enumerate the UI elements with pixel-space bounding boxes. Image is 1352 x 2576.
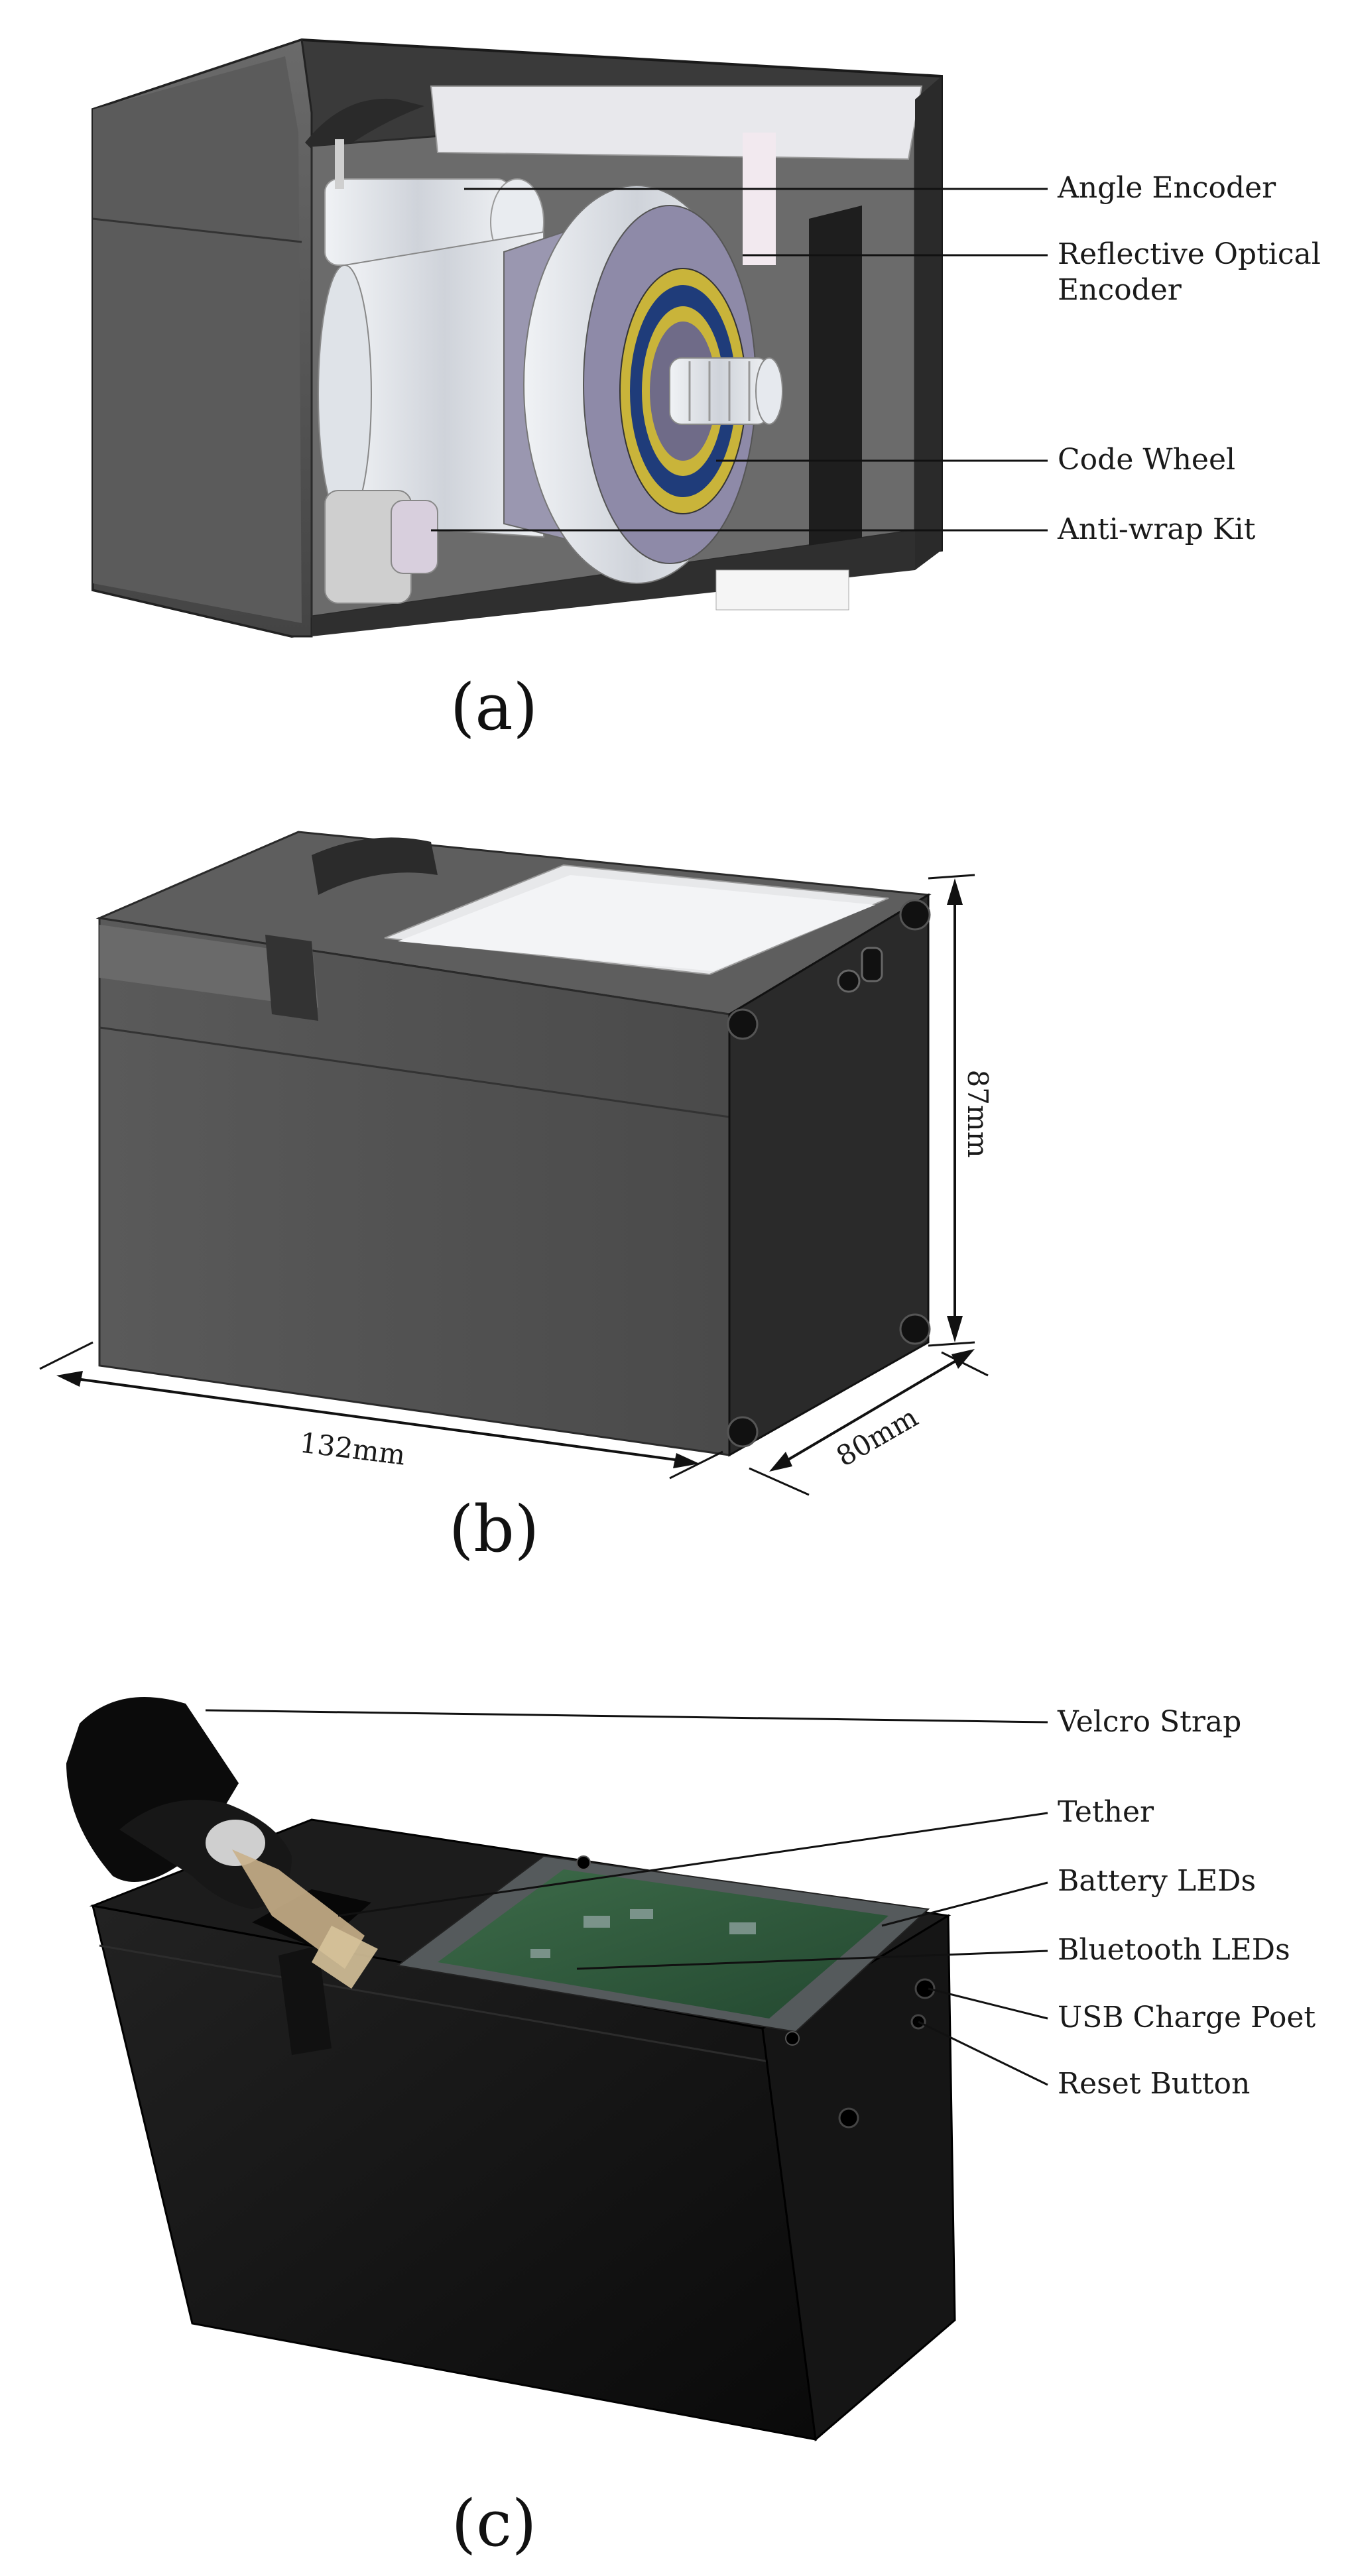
callout-usb-charge-port: USB Charge Poet [1058, 2001, 1316, 2034]
callout-angle-encoder: Angle Encoder [1057, 171, 1276, 205]
callout-bluetooth-leds: Bluetooth LEDs [1058, 1933, 1290, 1967]
callout-tether: Tether [1058, 1795, 1154, 1829]
caption-a: (a) [450, 670, 538, 744]
callout-battery-leds: Battery LEDs [1058, 1864, 1256, 1898]
callout-code-wheel: Code Wheel [1058, 443, 1235, 477]
panel-a: Angle Encoder Reflective Optical Encoder… [92, 38, 1321, 744]
dimension-height: 87mm [961, 1069, 994, 1157]
caption-c: (c) [452, 2487, 537, 2561]
callout-velcro-strap: Velcro Strap [1057, 1705, 1241, 1739]
callout-encoder: Encoder [1058, 273, 1182, 307]
caption-b: (b) [449, 1492, 539, 1566]
enclosure-render [95, 831, 932, 1457]
callouts-a: Angle Encoder Reflective Optical Encoder… [431, 171, 1321, 546]
anti-wrap-kit-part [324, 490, 438, 604]
panel-c: Velcro Strap Tether Battery LEDs Bluetoo… [66, 1697, 1316, 2561]
panel-b: 87mm 132mm 80mm (b) [39, 831, 994, 1566]
callout-anti-wrap-kit: Anti-wrap Kit [1057, 512, 1256, 546]
dimension-lines [39, 874, 989, 1496]
callout-reset-button: Reset Button [1058, 2067, 1250, 2101]
callout-reflective-optical: Reflective Optical [1058, 237, 1321, 271]
code-wheel-part [523, 185, 783, 584]
callouts-c: Velcro Strap Tether Battery LEDs Bluetoo… [205, 1705, 1316, 2101]
device-photo [66, 1697, 956, 2441]
dimension-depth: 80mm [831, 1401, 924, 1473]
dimension-width: 132mm [298, 1427, 407, 1472]
